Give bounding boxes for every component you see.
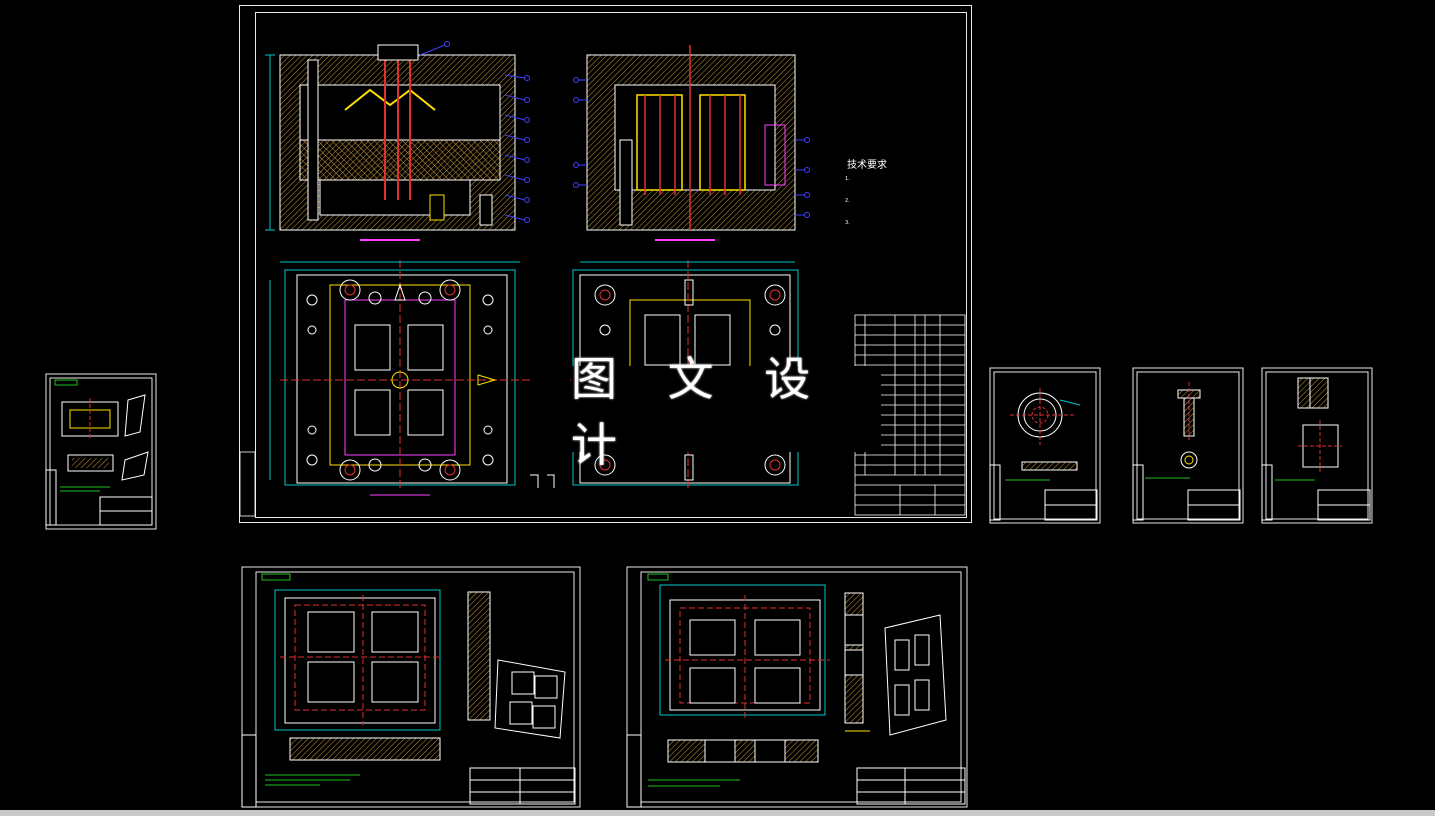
cavity-plate-sheet xyxy=(241,566,581,808)
tech-requirement-line-2: 2. xyxy=(845,198,850,204)
main-assembly-sheet[interactable] xyxy=(239,5,972,523)
section-view-right xyxy=(573,45,810,241)
plan-view-left xyxy=(269,260,530,496)
section-view-left xyxy=(265,41,530,241)
parts-list-table xyxy=(239,314,966,517)
part-sheet-ring xyxy=(989,367,1101,524)
main-sheet-inner-frame xyxy=(255,12,967,518)
part-sheet-block xyxy=(1261,367,1373,524)
tech-requirement-line-1: 1. xyxy=(845,176,850,182)
watermark-label: 图 文 设 计 xyxy=(571,352,881,472)
tech-requirement-line-3: 3. xyxy=(845,220,850,226)
part-sheet-left xyxy=(45,373,157,530)
part-sheet-pin xyxy=(1132,367,1244,524)
core-plate-sheet xyxy=(626,566,968,808)
bottom-scroll-strip xyxy=(0,810,1435,816)
tech-requirements-title: 技术要求 xyxy=(847,160,887,171)
